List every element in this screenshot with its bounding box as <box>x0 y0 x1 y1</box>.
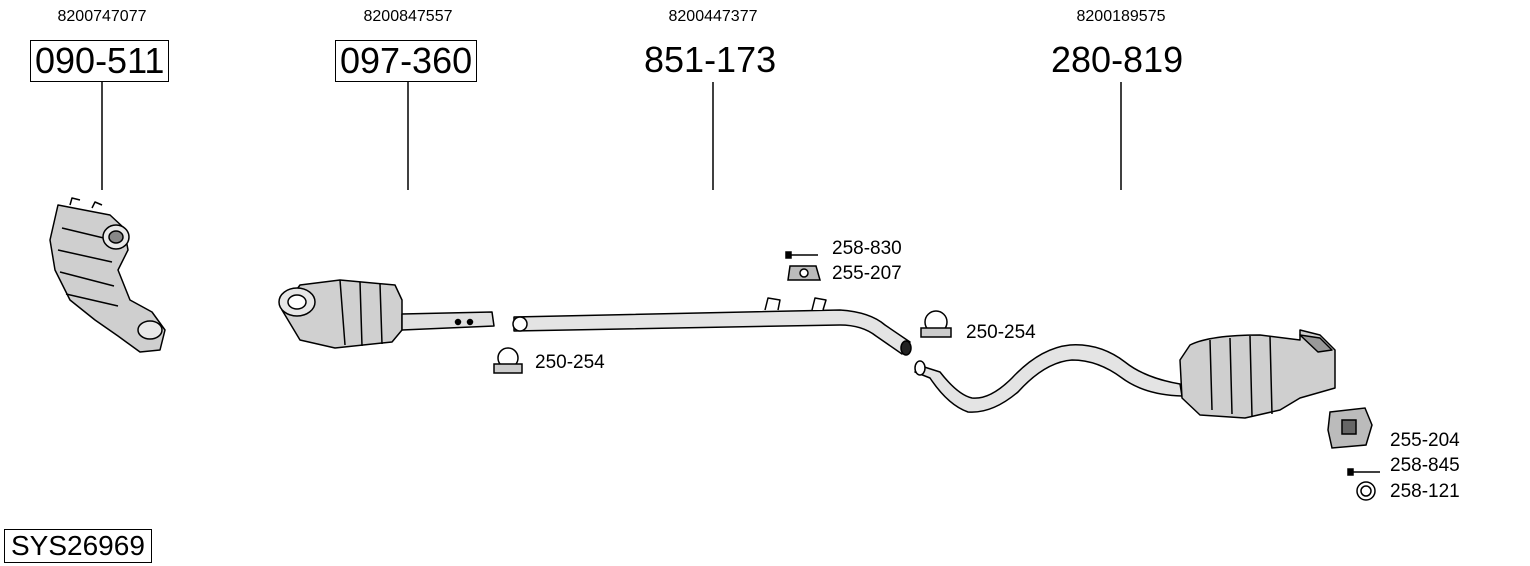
system-id-box: SYS26969 <box>4 529 152 563</box>
rubber-mount-icon <box>1327 407 1373 449</box>
manifold-catalyst-part <box>49 197 166 353</box>
accessory-label: 258-121 <box>1390 481 1460 502</box>
oe-number: 8200847557 <box>363 8 453 25</box>
part-number-box: 090-511 <box>30 40 170 82</box>
oe-number: 8200447377 <box>668 8 758 25</box>
oe-number: 8200189575 <box>1076 8 1166 25</box>
bolt-icon <box>785 251 818 259</box>
rear-silencer-part <box>914 329 1336 419</box>
middle-pipe-part <box>512 297 912 356</box>
accessory-label: 250-254 <box>966 322 1036 343</box>
clamp-icon <box>493 347 523 374</box>
rubber-mount-icon <box>787 265 821 281</box>
bolt-icon <box>1347 468 1380 476</box>
accessory-label: 255-207 <box>832 263 902 284</box>
accessory-label: 250-254 <box>535 352 605 373</box>
clamp-icon <box>920 310 952 338</box>
accessory-label: 258-830 <box>832 238 902 259</box>
part-number-box: 097-360 <box>335 40 478 82</box>
part-number: 851-173 <box>644 39 777 80</box>
oe-number: 8200747077 <box>57 8 147 25</box>
ring-gasket-icon <box>1356 481 1376 501</box>
accessory-label: 258-845 <box>1390 455 1460 476</box>
part-number: 280-819 <box>1051 39 1184 80</box>
accessory-label: 255-204 <box>1390 430 1460 451</box>
dpf-part <box>278 279 495 349</box>
